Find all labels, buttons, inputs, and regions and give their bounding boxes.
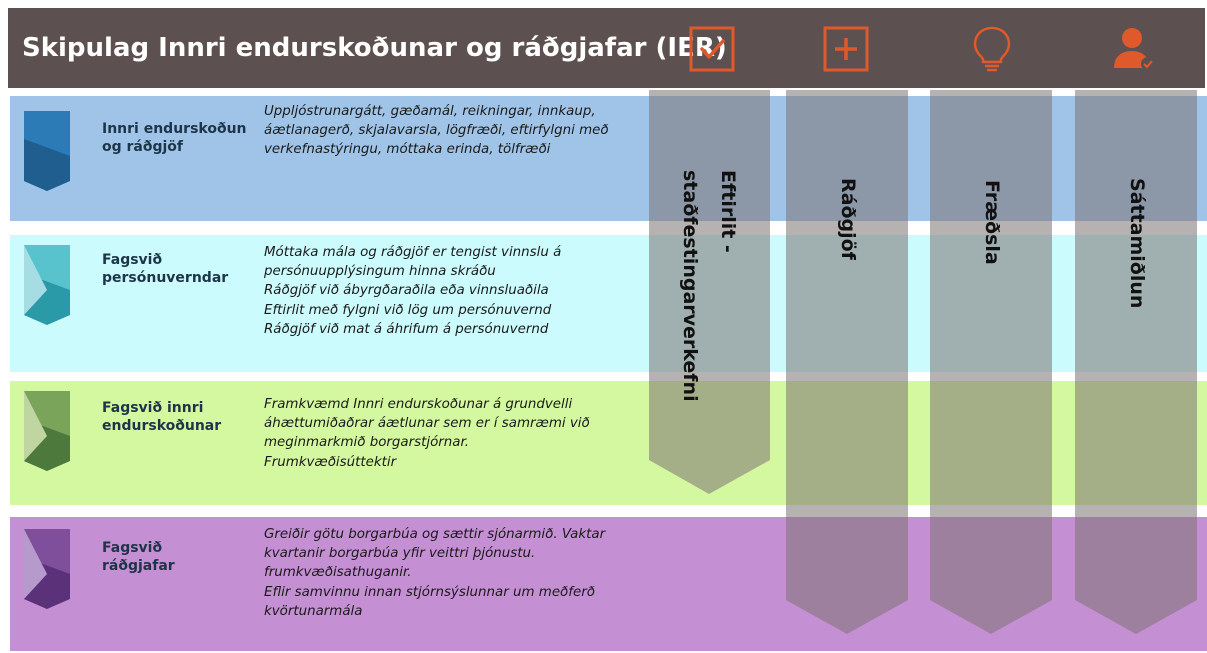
column-label-eftirlit: Eftirlit - staðfestingarverkefni — [679, 170, 739, 402]
unit-description: Greiðir götu borgarbúa og sættir sjónarm… — [264, 527, 606, 619]
innri-endurskodunar-logo — [24, 391, 70, 471]
plus-box-icon — [822, 24, 870, 74]
innri-endurskodun-logo — [24, 111, 70, 191]
unit-description: Móttaka mála og ráðgjöf er tengist vinns… — [264, 245, 562, 337]
unit-description: Uppljóstrunargátt, gæðamál, reikningar, … — [264, 104, 609, 158]
page-title: Skipulag Innri endurskoðunar og ráðgjafa… — [22, 33, 727, 63]
checkbox-icon — [688, 24, 736, 74]
column-label-fraedsla: Fræðsla — [981, 180, 1003, 265]
user-check-icon — [1110, 24, 1158, 74]
column-label-radgjof: Ráðgjöf — [837, 178, 859, 260]
unit-description: Framkvæmd Innri endurskoðunar á grundvel… — [264, 397, 590, 470]
column-label-sattamidlun: Sáttamiðlun — [1126, 178, 1148, 309]
header-bar: Skipulag Innri endurskoðunar og ráðgjafa… — [8, 8, 1205, 88]
lightbulb-icon — [968, 24, 1016, 74]
personuvernd-logo — [24, 245, 70, 325]
radgjafar-logo — [24, 529, 70, 609]
